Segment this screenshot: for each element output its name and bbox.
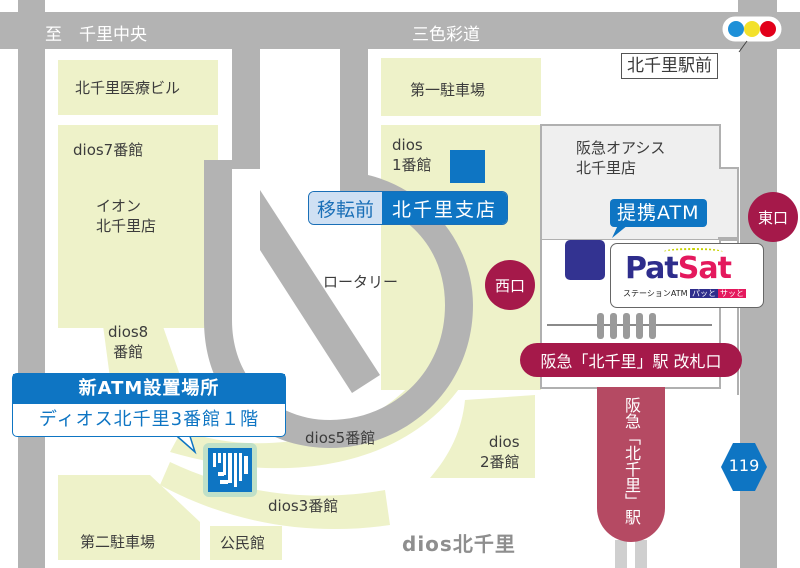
track-right (635, 540, 647, 568)
road-right-top[interactable] (738, 0, 776, 14)
label-dios8-line2: 番館 (113, 343, 144, 361)
label-oasis-line2: 北千里店 (576, 159, 637, 177)
label-dios2-line2: 2番館 (480, 453, 520, 471)
label-community-center: 公民館 (220, 534, 266, 552)
route-119-sign (721, 443, 767, 491)
label-dios5: dios5番館 (305, 429, 376, 447)
old-branch-marker (450, 150, 485, 183)
label-rotary: ロータリー (323, 273, 399, 291)
partner-atm-label[interactable]: 提携ATM (610, 199, 707, 227)
ticket-gate-label[interactable]: 阪急「北千里」駅 改札口 (520, 343, 742, 377)
label-dios8-line1: dios8 (108, 323, 149, 341)
road-rotary-right-arm[interactable] (340, 49, 368, 109)
signal-light-red (760, 21, 776, 37)
label-aeon: イオン 北千里店 (96, 196, 156, 236)
road-left-vertical[interactable] (18, 0, 45, 568)
label-oasis: 阪急オアシス 北千里店 (576, 138, 665, 178)
turnstiles (597, 313, 656, 339)
partner-atm-marker (565, 240, 605, 280)
patsat-dots (663, 248, 723, 256)
label-dios1: dios 1番館 (392, 135, 432, 175)
new-atm-location: ディオス北千里3番館１階 (38, 409, 260, 430)
new-atm-callout[interactable]: 新ATM設置場所 ディオス北千里3番館１階 (12, 373, 286, 437)
bank-logo-icon (208, 448, 252, 492)
bank-logo-glyph (213, 453, 248, 487)
partner-atm-pointer (612, 225, 628, 238)
east-exit[interactable]: 東口 (748, 192, 798, 242)
patsat-tag1: パッと (690, 289, 719, 298)
route-119-number: 119 (728, 456, 760, 475)
building-medical (58, 60, 218, 115)
label-dios3: dios3番館 (268, 497, 339, 515)
old-branch-name: 北千里支店 (382, 192, 508, 224)
building-parking1 (381, 58, 541, 116)
label-medical-building: 北千里医療ビル (75, 79, 181, 97)
signal-light-yellow (744, 21, 760, 37)
road-rotary-left-arm[interactable] (232, 49, 260, 169)
building-dios2 (430, 395, 535, 478)
station-east-wall (718, 237, 739, 395)
road-rotary-diagonal[interactable] (260, 190, 380, 393)
label-aeon-line2: 北千里店 (96, 217, 157, 235)
label-dios1-line2: 1番館 (392, 156, 432, 174)
dios-kitasenri-brand: dios北千里 (402, 532, 516, 556)
new-atm-icon[interactable] (203, 443, 257, 497)
road-label-sanshoku-ayamichi: 三色彩道 (412, 25, 480, 45)
label-parking2: 第二駐車場 (80, 533, 156, 551)
label-dios2-line1: dios (488, 433, 520, 451)
signal-light-blue (728, 21, 744, 37)
patsat-wordmark-sat: Sat (677, 251, 732, 286)
west-exit[interactable]: 西口 (485, 260, 535, 310)
building-dios3 (160, 462, 390, 530)
patsat-tag2: サッと (718, 289, 747, 298)
building-dios8 (102, 318, 180, 378)
road-top[interactable] (0, 12, 800, 49)
label-dios8: dios8 番館 (108, 322, 148, 362)
label-aeon-line1: イオン (96, 197, 142, 215)
building-parking2 (58, 475, 200, 560)
building-dios7-aeon (58, 125, 218, 328)
label-dios7: dios7番館 (73, 141, 144, 159)
road-label-senri-chuo: 至 千里中央 (45, 25, 147, 45)
label-parking1: 第一駐車場 (410, 81, 486, 99)
signal-label: 北千里駅前 (621, 53, 718, 79)
old-branch-label[interactable]: 移転前 北千里支店 (308, 191, 509, 225)
patsat-subline: ステーションATM パッとサッと (623, 288, 747, 299)
new-atm-title: 新ATM設置場所 (13, 374, 285, 404)
route-119-hexagon (721, 443, 767, 491)
signal-leader (738, 40, 748, 53)
building-dios5 (170, 350, 470, 469)
label-dios1-line1: dios (392, 136, 423, 154)
building-community (210, 526, 282, 560)
old-branch-tag: 移転前 (309, 192, 383, 224)
patsat-wordmark: PatSat (625, 251, 732, 286)
hankyu-station[interactable]: 阪急「北千里」駅 (597, 387, 665, 542)
label-oasis-line1: 阪急オアシス (576, 139, 666, 157)
patsat-wordmark-pat: Pat (625, 251, 679, 286)
patsat-sub: ステーションATM (623, 289, 688, 298)
label-dios2: dios 2番館 (480, 432, 520, 472)
track-left (615, 540, 627, 568)
patsat-logo[interactable]: PatSat ステーションATM パッとサッと (610, 243, 764, 308)
